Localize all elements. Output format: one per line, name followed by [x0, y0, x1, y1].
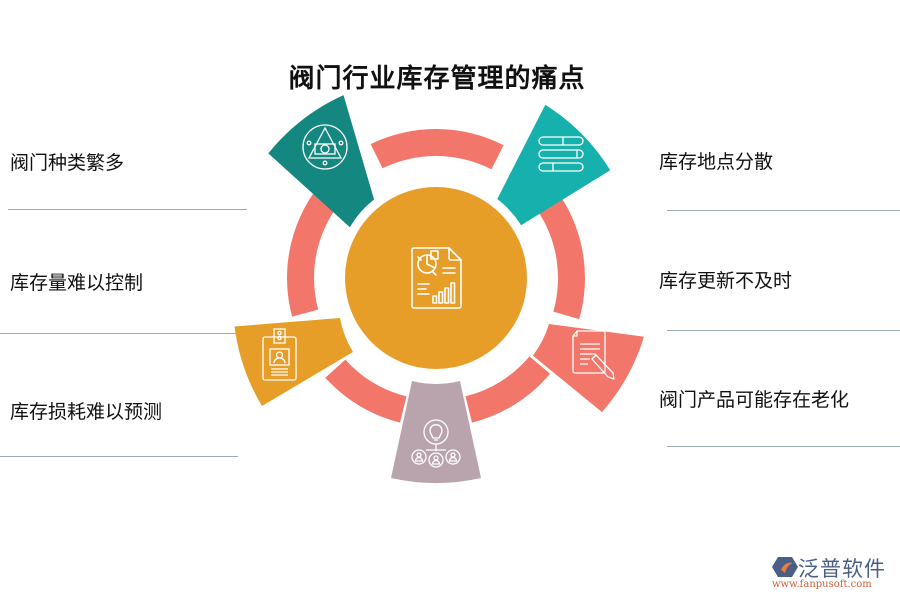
- logo-brand-text: 泛普软件: [798, 557, 886, 581]
- divider-left-2: [0, 333, 240, 334]
- ring-segment-top: [370, 129, 504, 170]
- ring-segment-left: [287, 178, 346, 317]
- title-text: 阀门行业库存管理的痛点: [288, 64, 586, 94]
- document-pencil-icon: [572, 330, 615, 380]
- pain-point-left-1: 阀门种类繁多: [10, 152, 125, 174]
- fanpu-logo: 泛普软件 www.fanpusoft.com: [770, 553, 895, 595]
- ring-segment-bottom-left: [325, 359, 407, 423]
- pain-point-right-1: 库存地点分散: [659, 151, 774, 173]
- pain-point-left-3: 库存损耗难以预测: [10, 401, 163, 423]
- petal-top-left: [268, 95, 377, 228]
- divider-right-1: [667, 210, 900, 211]
- id-badge-icon: [262, 328, 297, 381]
- petal-left: [234, 318, 353, 406]
- divider-left-3: [0, 456, 238, 457]
- fanpu-logo-icon: [772, 557, 798, 577]
- valve-symbol-icon: [302, 124, 348, 170]
- pain-point-right-3: 阀门产品可能存在老化: [659, 389, 850, 411]
- ring: [287, 129, 585, 423]
- logo-url-text: www.fanpusoft.com: [772, 579, 872, 590]
- divider-right-2: [667, 330, 900, 331]
- list-bars-icon: [538, 136, 584, 172]
- ring-segment-bottom-right: [465, 356, 551, 423]
- pain-point-left-2: 库存量难以控制: [10, 272, 144, 294]
- center-circle: [345, 187, 527, 369]
- divider-right-3: [667, 446, 900, 447]
- petal-right: [532, 324, 644, 413]
- ring-segment-right: [538, 196, 585, 320]
- pain-point-right-2: 库存更新不及时: [659, 270, 793, 292]
- divider-left-1: [8, 209, 247, 210]
- petal-bottom: [391, 381, 481, 483]
- idea-team-icon: [411, 419, 461, 468]
- page-title: 阀门行业库存管理的痛点: [0, 58, 900, 95]
- report-chart-document-icon: [411, 247, 462, 309]
